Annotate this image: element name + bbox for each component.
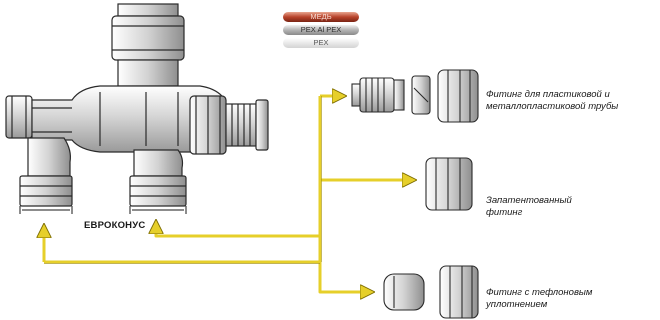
arrow-to-fitting3	[318, 262, 372, 292]
dimension-lines	[19, 206, 187, 214]
fitting1-label-line2: металлопластиковой трубы	[486, 101, 619, 112]
arrow-to-right-leg	[156, 222, 320, 238]
pipe-pexal-sample: PEX Al PEX	[283, 25, 359, 35]
pipe-pex-sample: PEX	[283, 38, 359, 48]
valve-body-icon	[5, 3, 269, 207]
pipe-copper-sample: МЕДЬ	[283, 12, 359, 22]
fitting3-label-line1: Фитинг с тефлоновым	[486, 287, 593, 298]
fitting2-label-line1: Запатентованный	[486, 195, 572, 206]
connection-arrows	[44, 96, 414, 292]
teflon-seal-fitting-icon	[383, 265, 479, 319]
eurocone-label: ЕВРОКОНУС	[84, 220, 146, 231]
fitting3-label-line2: уплотнением	[486, 299, 548, 310]
plastic-pipe-fitting-icon	[351, 69, 479, 123]
fitting2-label-line2: фитинг	[486, 207, 523, 218]
fitting1-label-line1: Фитинг для пластиковой и	[486, 89, 610, 100]
patented-fitting-icon	[425, 157, 473, 211]
